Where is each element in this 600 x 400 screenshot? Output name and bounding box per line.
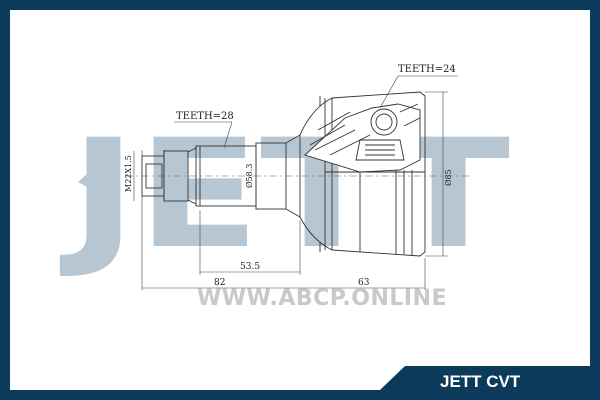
logo-leaf-icon — [78, 166, 110, 196]
bell-housing — [299, 91, 426, 257]
brand-tag: JETT CVT — [440, 372, 521, 391]
threaded-end — [141, 147, 197, 205]
website-url: WWW.ABCP.ONLINE — [197, 286, 447, 311]
joint-cutaway — [304, 103, 421, 173]
dim-63-label: 63 — [358, 278, 370, 288]
watermark-text: JETT — [59, 108, 510, 282]
dim-53-5-label: 53.5 — [240, 262, 260, 272]
teeth-outer-label: TEETH=24 — [398, 64, 456, 75]
shaft-diameter-label: Ø58.3 — [245, 164, 254, 188]
thread-label: M22X1.5 — [124, 155, 133, 192]
dimension-lines — [133, 75, 458, 290]
dim-82-label: 82 — [214, 278, 225, 288]
bell-diameter-label: Ø85 — [444, 169, 453, 186]
teeth-inner-label: TEETH=28 — [176, 111, 234, 122]
jett-watermark: JETT — [59, 108, 510, 282]
